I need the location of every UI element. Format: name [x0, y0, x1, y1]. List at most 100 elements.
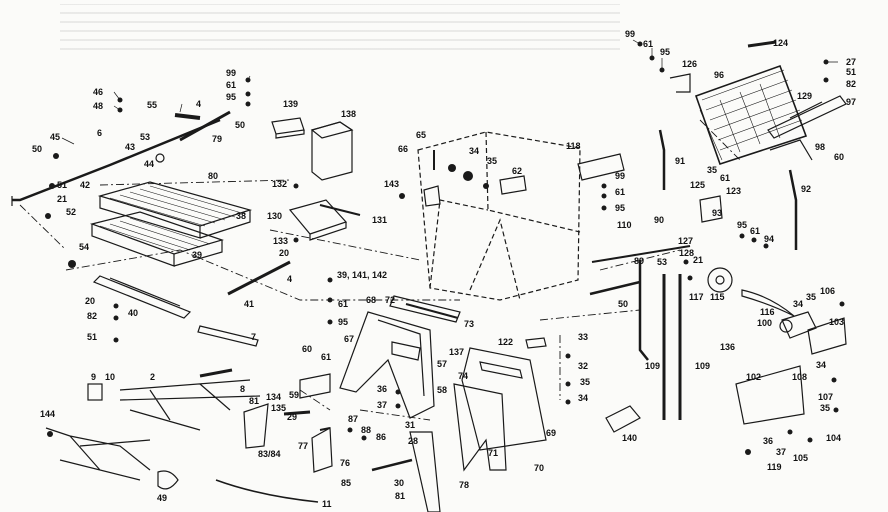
callout: 48 — [93, 101, 104, 111]
callout: 20 — [85, 296, 96, 306]
callout: 94 — [764, 234, 775, 244]
pipe-50-lower — [638, 260, 649, 361]
bracket-76 — [311, 427, 333, 473]
callout: 39, 141, 142 — [337, 270, 388, 280]
callout: 98 — [815, 142, 826, 152]
clip-143-bracket — [423, 185, 441, 207]
callout: 123 — [726, 186, 742, 196]
callout: 50 — [235, 120, 246, 130]
callout: 91 — [675, 156, 686, 166]
callout: 35 — [487, 156, 498, 166]
pedal-140 — [605, 405, 641, 433]
filter-118 — [577, 153, 625, 181]
callout: 60 — [302, 344, 313, 354]
callout: 57 — [437, 359, 448, 369]
callout: 33 — [578, 332, 589, 342]
callout: 67 — [344, 334, 355, 344]
callout: 20 — [279, 248, 290, 258]
callout: 129 — [797, 91, 813, 101]
callout: 137 — [449, 347, 465, 357]
callout: 95 — [660, 47, 671, 57]
rail-90 — [591, 245, 691, 263]
callout: 54 — [79, 242, 90, 252]
callout: 95 — [226, 92, 237, 102]
callout: 35 — [806, 292, 817, 302]
panel-69 — [461, 347, 547, 451]
callout: 66 — [398, 144, 409, 154]
callout: 61 — [720, 173, 731, 183]
pipe-91 — [658, 129, 666, 190]
callout: 83/84 — [258, 449, 281, 459]
callout: 21 — [693, 255, 704, 265]
plate-102 — [735, 365, 805, 425]
pipe-89 — [589, 280, 641, 296]
callout: 140 — [622, 433, 638, 443]
callout: 71 — [488, 448, 499, 458]
callout: 108 — [792, 372, 808, 382]
callout: 116 — [760, 307, 775, 317]
callout: 115 — [710, 292, 725, 302]
callout: 2 — [150, 372, 156, 382]
callout: 82 — [87, 311, 98, 321]
callout: 61 — [338, 299, 349, 309]
callout: 35 — [820, 403, 831, 413]
callout: 69 — [546, 428, 557, 438]
callout: 96 — [714, 70, 725, 80]
leader-lines — [61, 39, 838, 145]
callout: 131 — [372, 215, 388, 225]
callout: 97 — [846, 97, 857, 107]
callout: 74 — [458, 371, 469, 381]
callout: 53 — [140, 132, 151, 142]
callout: 99 — [625, 29, 636, 39]
callout: 34 — [578, 393, 589, 403]
callout: 119 — [767, 462, 782, 472]
valve-93 — [699, 195, 723, 223]
callout: 88 — [361, 425, 372, 435]
wiring-harness-144 — [45, 427, 151, 481]
callout: 32 — [578, 361, 589, 371]
callout: 122 — [498, 337, 514, 347]
callout: 127 — [678, 236, 694, 246]
bar-7 — [197, 325, 259, 347]
callout: 58 — [437, 385, 448, 395]
callout: 36 — [377, 384, 388, 394]
callout: 109 — [645, 361, 661, 371]
post-78 — [409, 431, 441, 512]
callout: 89 — [634, 256, 645, 266]
callout: 10 — [105, 372, 116, 382]
rail-97 — [767, 95, 847, 139]
wiring-harness-2 — [119, 379, 261, 431]
callout: 133 — [273, 236, 289, 246]
callout: 144 — [40, 409, 56, 419]
callout: 103 — [829, 317, 845, 327]
plate-59 — [299, 373, 331, 399]
plate-130 — [288, 199, 361, 241]
callout: 138 — [341, 109, 357, 119]
callout: 27 — [846, 57, 857, 67]
callout: 102 — [746, 372, 762, 382]
bracket-134 — [243, 403, 269, 449]
callout: 143 — [384, 179, 400, 189]
callout: 46 — [93, 87, 104, 97]
callout: 31 — [405, 420, 416, 430]
callout: 40 — [128, 308, 139, 318]
callout: 139 — [283, 99, 299, 109]
heater-core-39 — [89, 211, 224, 267]
callout: 93 — [712, 208, 723, 218]
callout: 107 — [818, 392, 834, 402]
callout: 38 — [236, 211, 247, 221]
callout: 117 — [689, 292, 704, 302]
callout: 34 — [816, 360, 827, 370]
callout: 41 — [244, 299, 255, 309]
callout: 61 — [321, 352, 332, 362]
coil-49 — [157, 470, 179, 490]
callout: 100 — [757, 318, 773, 328]
callout: 36 — [763, 436, 774, 446]
callout: 118 — [566, 141, 581, 151]
callout: 65 — [416, 130, 427, 140]
callout: 125 — [690, 180, 706, 190]
callout: 60 — [834, 152, 845, 162]
callout: 77 — [298, 441, 309, 451]
callout: 95 — [615, 203, 626, 213]
rod-30 — [371, 458, 413, 472]
